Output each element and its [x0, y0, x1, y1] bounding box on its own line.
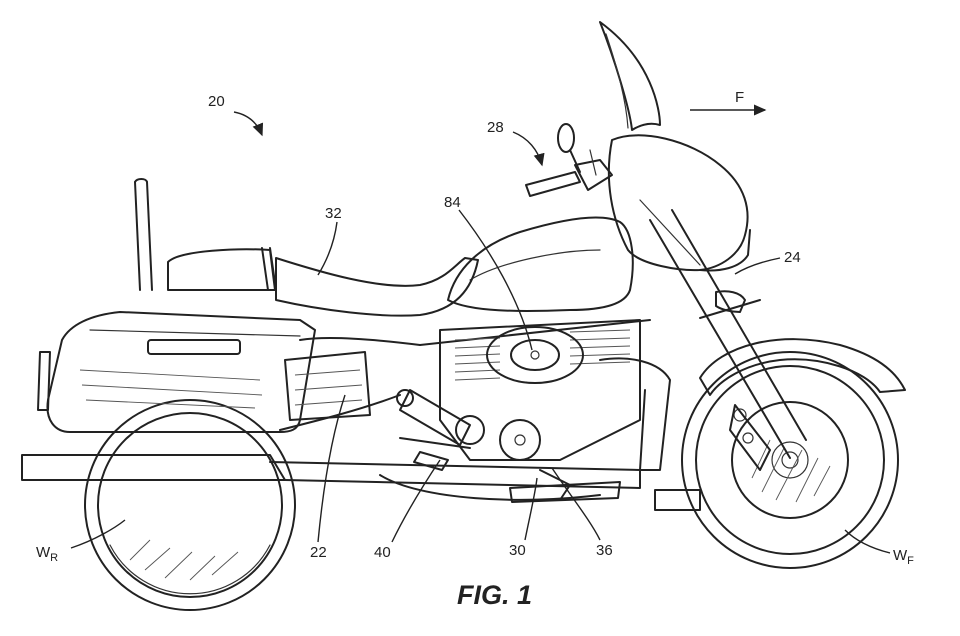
swingarm	[396, 389, 485, 471]
ref-front-wheel-main: W	[893, 547, 908, 564]
ref-engine-cover: 84	[444, 194, 461, 211]
seat	[134, 178, 479, 317]
ref-rear-wheel: WR	[36, 544, 58, 564]
direction-label: F	[735, 89, 744, 106]
ref-motorcycle: 20	[208, 93, 225, 110]
ref-frame: 22	[310, 544, 327, 561]
fairing	[599, 21, 751, 313]
leader-lines	[70, 104, 891, 554]
saddlebag	[37, 311, 316, 433]
exhaust	[21, 454, 641, 501]
ref-front-wheel: WF	[893, 547, 914, 567]
ref-fairing: 24	[784, 249, 801, 266]
handlebar	[525, 123, 613, 197]
fuel-tank	[447, 216, 634, 312]
front-fender	[699, 338, 906, 396]
reference-labels: 20 28 32 84 24 22 40 30 36 F WR WF	[36, 89, 914, 567]
ref-front-wheel-sub: F	[907, 555, 914, 567]
figure-caption: FIG. 1	[457, 580, 532, 610]
ref-rear-wheel-sub: R	[50, 552, 58, 564]
ref-shifter: 36	[596, 542, 613, 559]
rear-wheel	[84, 399, 296, 611]
ref-rear-wheel-main: W	[36, 544, 51, 561]
frame	[279, 319, 651, 431]
ref-swingarm: 40	[374, 544, 391, 561]
ref-engine-lower: 30	[509, 542, 526, 559]
engine	[439, 319, 671, 471]
ref-seat: 32	[325, 205, 342, 222]
front-wheel	[681, 351, 899, 569]
front-fork	[649, 209, 807, 471]
shifter	[509, 469, 701, 511]
ref-handlebar: 28	[487, 119, 504, 136]
